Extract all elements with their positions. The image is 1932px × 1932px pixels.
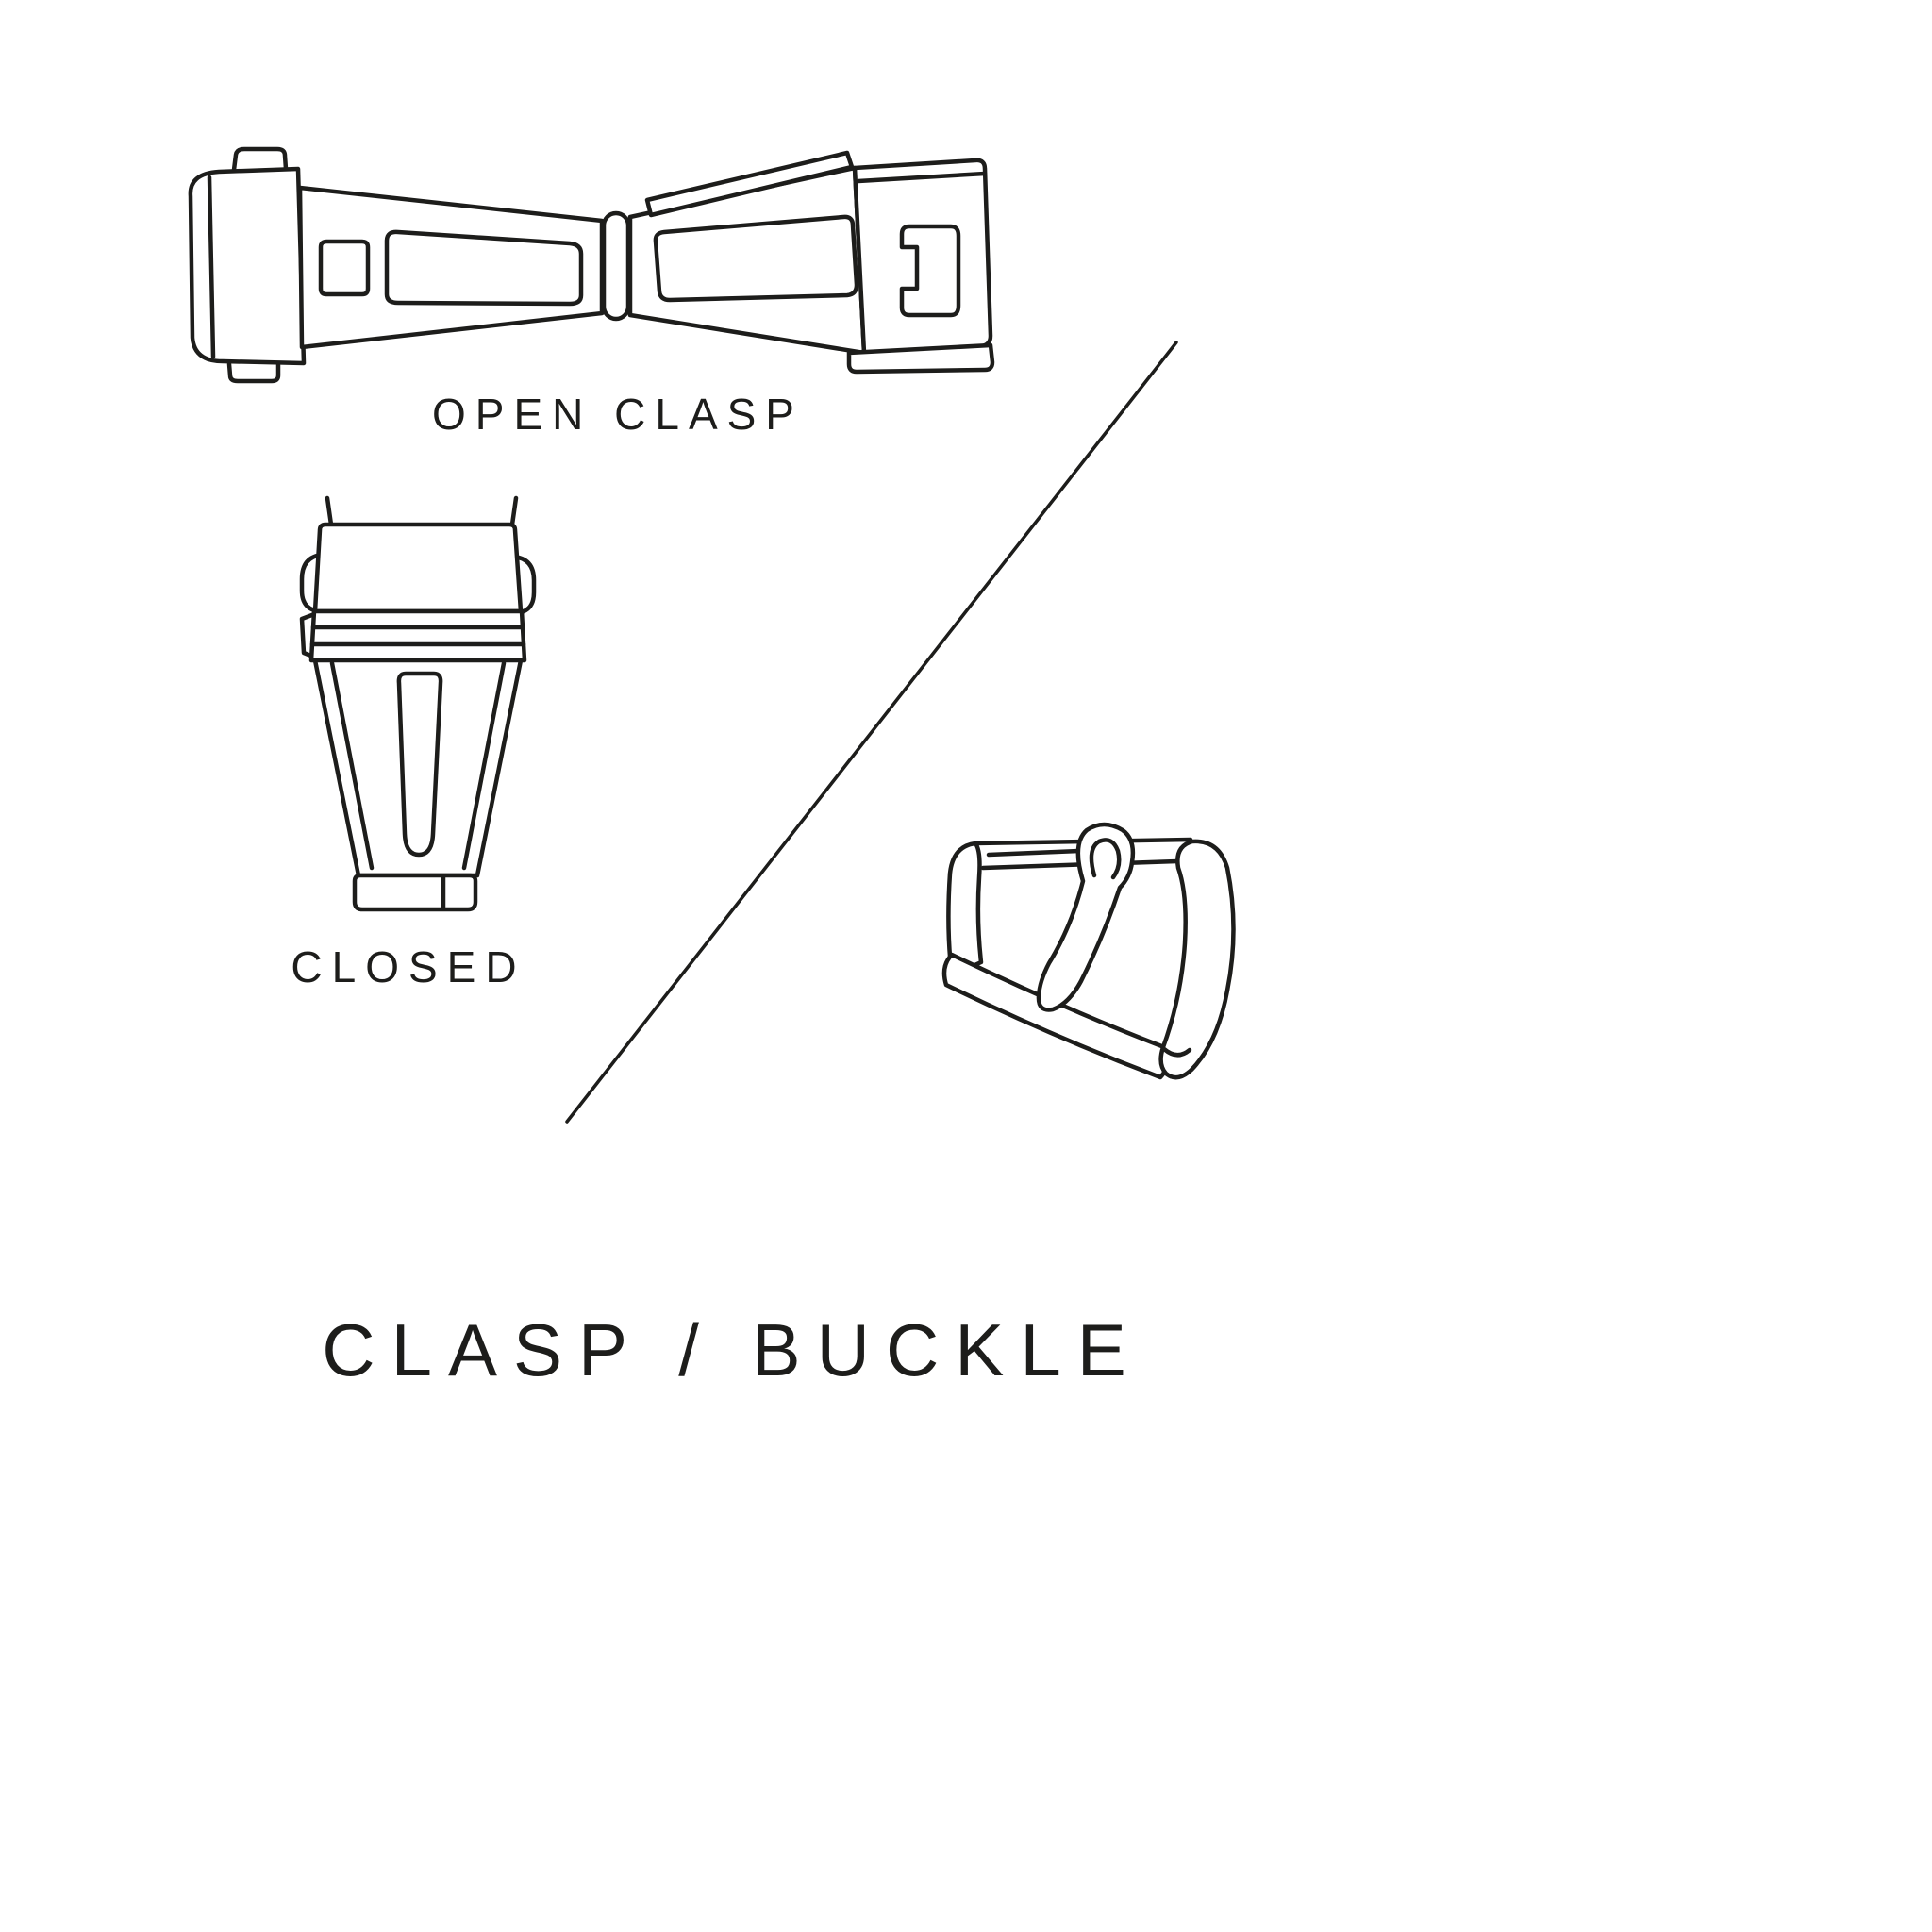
clasp-left-arm bbox=[297, 185, 605, 350]
closed-clasp-body bbox=[312, 658, 524, 878]
pin-buckle-illustration bbox=[941, 822, 1236, 1080]
closed-clasp-foot bbox=[352, 873, 478, 912]
buckle-tongue bbox=[1036, 822, 1136, 1012]
open-clasp-illustration bbox=[188, 146, 995, 384]
closed-clasp-label: CLOSED bbox=[291, 942, 526, 991]
buckle-bottom-bar bbox=[941, 952, 1170, 1080]
clasp-hinge bbox=[601, 210, 631, 322]
closed-clasp-top bbox=[312, 522, 524, 614]
clasp-hook bbox=[899, 224, 961, 318]
open-clasp-label: OPEN CLASP bbox=[432, 390, 804, 439]
diagram-title: CLASP / BUCKLE bbox=[322, 1308, 1142, 1391]
buckle-right-bar bbox=[1158, 839, 1236, 1080]
closed-clasp-illustration bbox=[299, 495, 537, 912]
divider-line bbox=[565, 341, 1178, 1124]
closed-clasp-band bbox=[308, 608, 527, 663]
clasp-end-link bbox=[188, 166, 307, 366]
